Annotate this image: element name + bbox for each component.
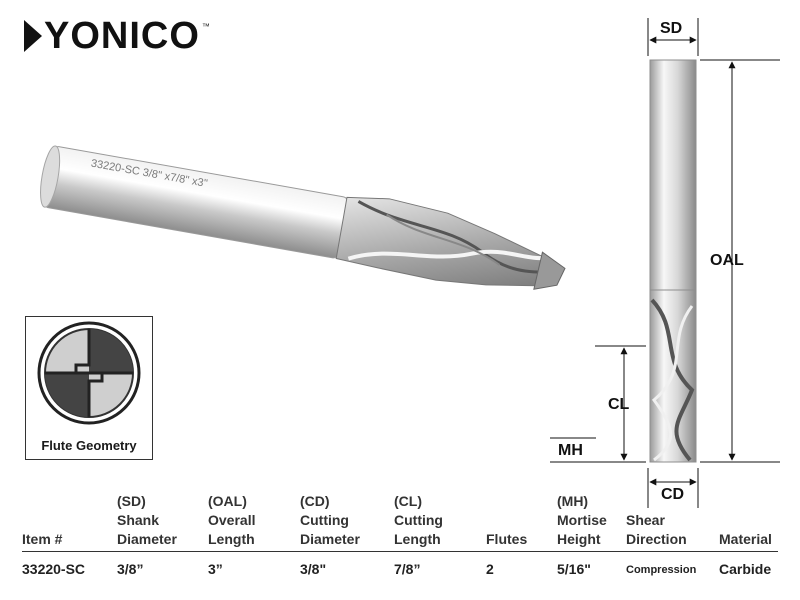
label-cl: CL [608,396,630,413]
cell-mortise-height: 5/16" [557,561,591,577]
flute-geometry-icon [37,321,141,425]
label-cd: CD [661,486,685,503]
cell-shear-direction: Compression [626,564,697,576]
vertical-shank [649,59,697,291]
flute-geometry-inset: Flute Geometry [25,316,153,460]
header-flutes: Flutes [486,531,528,547]
shank-body [43,146,349,259]
brand-logo: YONICO ™ [24,16,210,56]
flute-geometry-caption: Flute Geometry [41,438,137,453]
logo-text: YONICO [44,15,200,57]
cell-cutting-length: 7/8” [394,561,421,577]
cell-shank-diameter: 3/8” [117,561,144,577]
cell-flutes: 2 [486,561,494,577]
dimension-diagram [550,18,780,508]
cell-item-number: 33220-SC [22,561,86,577]
trademark-symbol: ™ [201,22,210,31]
cell-cutting-diameter: 3/8" [300,561,327,577]
router-bit-photo: 33220-SC 3/8" x7/8" x3" [40,145,566,290]
cell-material: Carbide [719,561,772,577]
label-oal: OAL [710,252,744,269]
header-material: Material [719,531,772,547]
logo-mark [24,20,42,52]
label-mh: MH [558,442,583,459]
header-item: Item # [22,531,63,547]
cell-overall-length: 3” [208,561,223,577]
table-divider [22,551,778,552]
label-sd: SD [660,20,683,37]
